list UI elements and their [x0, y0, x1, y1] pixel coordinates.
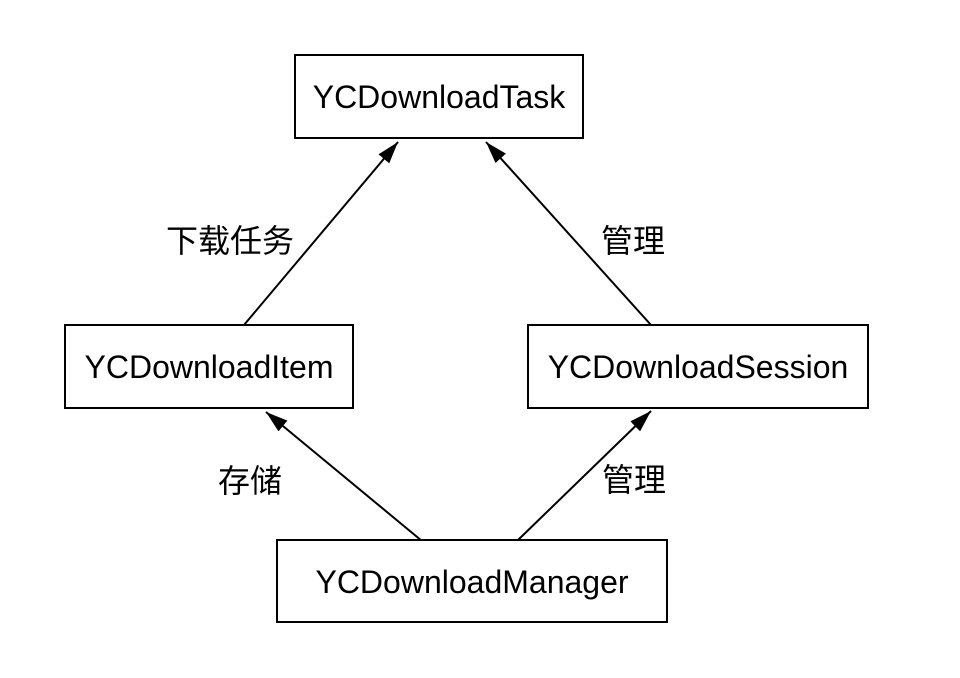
node-yc-download-task-label: YCDownloadTask: [313, 79, 567, 115]
edge-label-manage-top: 管理: [601, 223, 665, 259]
node-yc-download-session-label: YCDownloadSession: [548, 349, 849, 385]
node-yc-download-item-box: [64, 324, 354, 409]
node-yc-download-session-box: [527, 324, 869, 409]
edge-label-store: 存储: [218, 463, 282, 499]
edges: [243, 141, 652, 542]
edge-label-manage-bottom: 管理: [602, 462, 666, 498]
edge-manager-to-session-arrow: [516, 410, 652, 542]
node-yc-download-task-box: [294, 54, 584, 139]
edge-label-download-task: 下载任务: [166, 223, 294, 259]
node-yc-download-manager-box: [276, 539, 668, 623]
node-yc-download-item-label: YCDownloadItem: [85, 349, 334, 385]
node-yc-download-manager-label: YCDownloadManager: [315, 564, 628, 600]
edge-session-to-task-arrow: [485, 141, 652, 326]
edge-labels: 下载任务 管理 存储 管理: [166, 223, 666, 499]
edge-manager-to-item-arrow: [265, 411, 423, 542]
node-yc-download-session: YCDownloadSession: [527, 324, 869, 409]
node-yc-download-manager: YCDownloadManager: [276, 539, 668, 623]
edge-item-to-task-arrow: [243, 141, 399, 326]
node-yc-download-item: YCDownloadItem: [64, 324, 354, 409]
node-yc-download-task: YCDownloadTask: [294, 54, 584, 139]
